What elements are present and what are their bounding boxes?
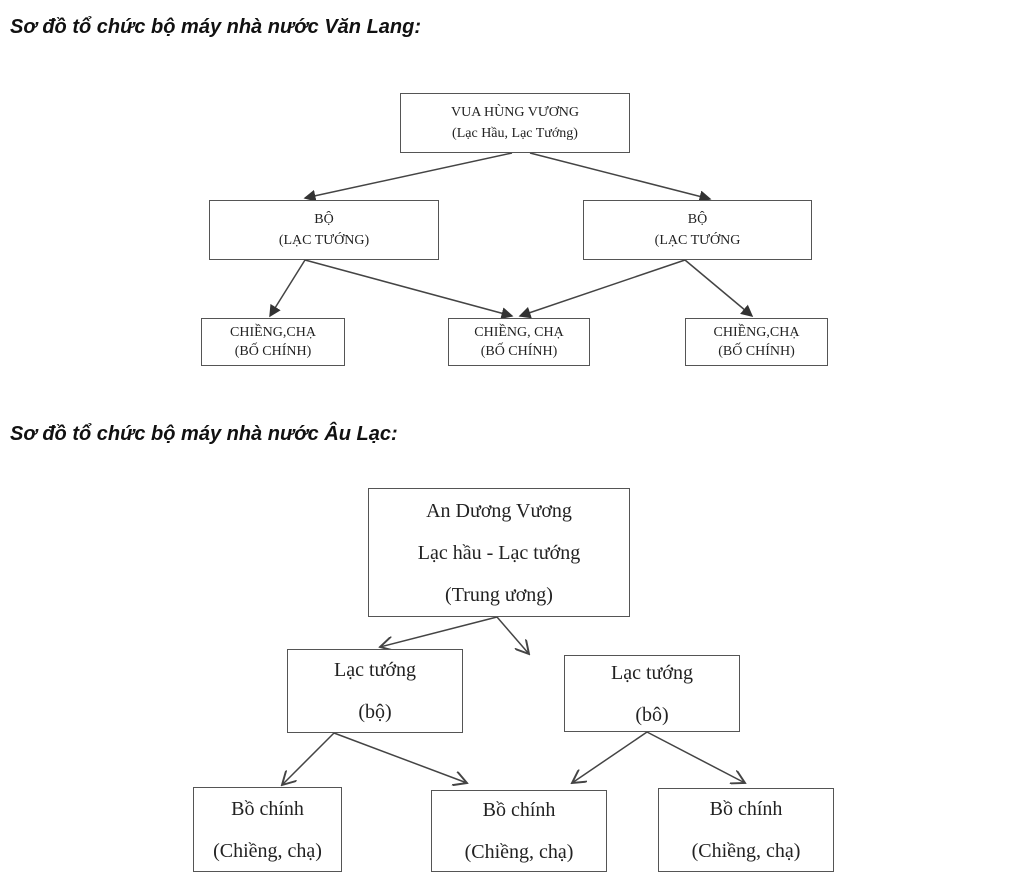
box-label: CHIỀNG,CHẠ bbox=[713, 325, 800, 340]
box-sublabel: Lạc hầu - Lạc tướng bbox=[417, 541, 581, 564]
au-lac-title: Sơ đồ tổ chức bộ máy nhà nước Âu Lạc: bbox=[10, 423, 398, 445]
au-lac-lt-left-box: Lạc tướng (bộ) bbox=[287, 649, 463, 733]
box-sublabel: (BỐ CHÍNH) bbox=[234, 344, 312, 359]
box-label: CHIỀNG,CHẠ bbox=[230, 325, 316, 340]
au-lac-bo-chinh-box-3: Bồ chính (Chiềng, chạ) bbox=[658, 788, 834, 872]
box-sublabel: (LẠC TƯỚNG) bbox=[278, 233, 370, 248]
box-label: Bồ chính bbox=[231, 797, 304, 820]
box-sublabel: (Chiềng, chạ) bbox=[213, 839, 322, 862]
van-lang-bo-left-box: BỘ (LẠC TƯỚNG) bbox=[209, 200, 439, 260]
au-lac-king-box: An Dương Vương Lạc hầu - Lạc tướng (Trun… bbox=[368, 488, 630, 617]
arrow bbox=[282, 732, 335, 785]
arrow bbox=[496, 616, 529, 654]
van-lang-title: Sơ đồ tổ chức bộ máy nhà nước Văn Lang: bbox=[10, 16, 422, 38]
box-label: An Dương Vương bbox=[426, 499, 572, 522]
au-lac-bo-chinh-box-1: Bồ chính (Chiềng, chạ) bbox=[193, 787, 342, 872]
arrow bbox=[304, 259, 514, 320]
box-label: BỘ bbox=[687, 212, 708, 227]
arrow bbox=[646, 731, 745, 783]
box-label: BỘ bbox=[314, 212, 334, 227]
box-label: Lạc tướng bbox=[611, 661, 693, 684]
box-sublabel: (BỐ CHÍNH) bbox=[718, 344, 795, 359]
box-label: Bồ chính bbox=[482, 799, 556, 821]
au-lac-bo-chinh-box-2: Bồ chính (Chiềng, chạ) bbox=[431, 790, 607, 872]
box-label: Bồ chính bbox=[709, 798, 783, 820]
arrow bbox=[572, 731, 648, 783]
arrow bbox=[529, 152, 712, 203]
van-lang-bo-right-box: BỘ (LẠC TƯỚNG bbox=[583, 200, 812, 260]
box-label: Lạc tướng bbox=[334, 659, 416, 681]
box-sublabel: (Chiềng, chạ) bbox=[691, 840, 801, 862]
arrow bbox=[303, 152, 513, 202]
arrow bbox=[380, 616, 498, 647]
arrow bbox=[518, 259, 686, 319]
box-sublabel: (LẠC TƯỚNG bbox=[654, 233, 741, 248]
arrow bbox=[333, 732, 467, 783]
arrow bbox=[684, 259, 754, 317]
box-sublabel: (BỐ CHÍNH) bbox=[480, 344, 558, 359]
van-lang-chieng-box-1: CHIỀNG,CHẠ (BỐ CHÍNH) bbox=[201, 318, 345, 366]
box-label: CHIỀNG, CHẠ bbox=[474, 325, 564, 340]
box-label: VUA HÙNG VƯƠNG bbox=[450, 105, 580, 120]
box-sublabel: (Chiềng, chạ) bbox=[464, 841, 574, 863]
van-lang-chieng-box-3: CHIỀNG,CHẠ (BỐ CHÍNH) bbox=[685, 318, 828, 366]
van-lang-king-box: VUA HÙNG VƯƠNG (Lạc Hầu, Lạc Tướng) bbox=[400, 93, 630, 153]
box-sublabel: (bô) bbox=[635, 703, 669, 726]
box-sublabel: (Trung ương) bbox=[445, 583, 553, 606]
box-sublabel: (bộ) bbox=[358, 701, 392, 723]
box-sublabel: (Lạc Hầu, Lạc Tướng) bbox=[452, 126, 578, 141]
arrow bbox=[269, 259, 306, 318]
van-lang-chieng-box-2: CHIỀNG, CHẠ (BỐ CHÍNH) bbox=[448, 318, 590, 366]
au-lac-lt-right-box: Lạc tướng (bô) bbox=[564, 655, 740, 732]
